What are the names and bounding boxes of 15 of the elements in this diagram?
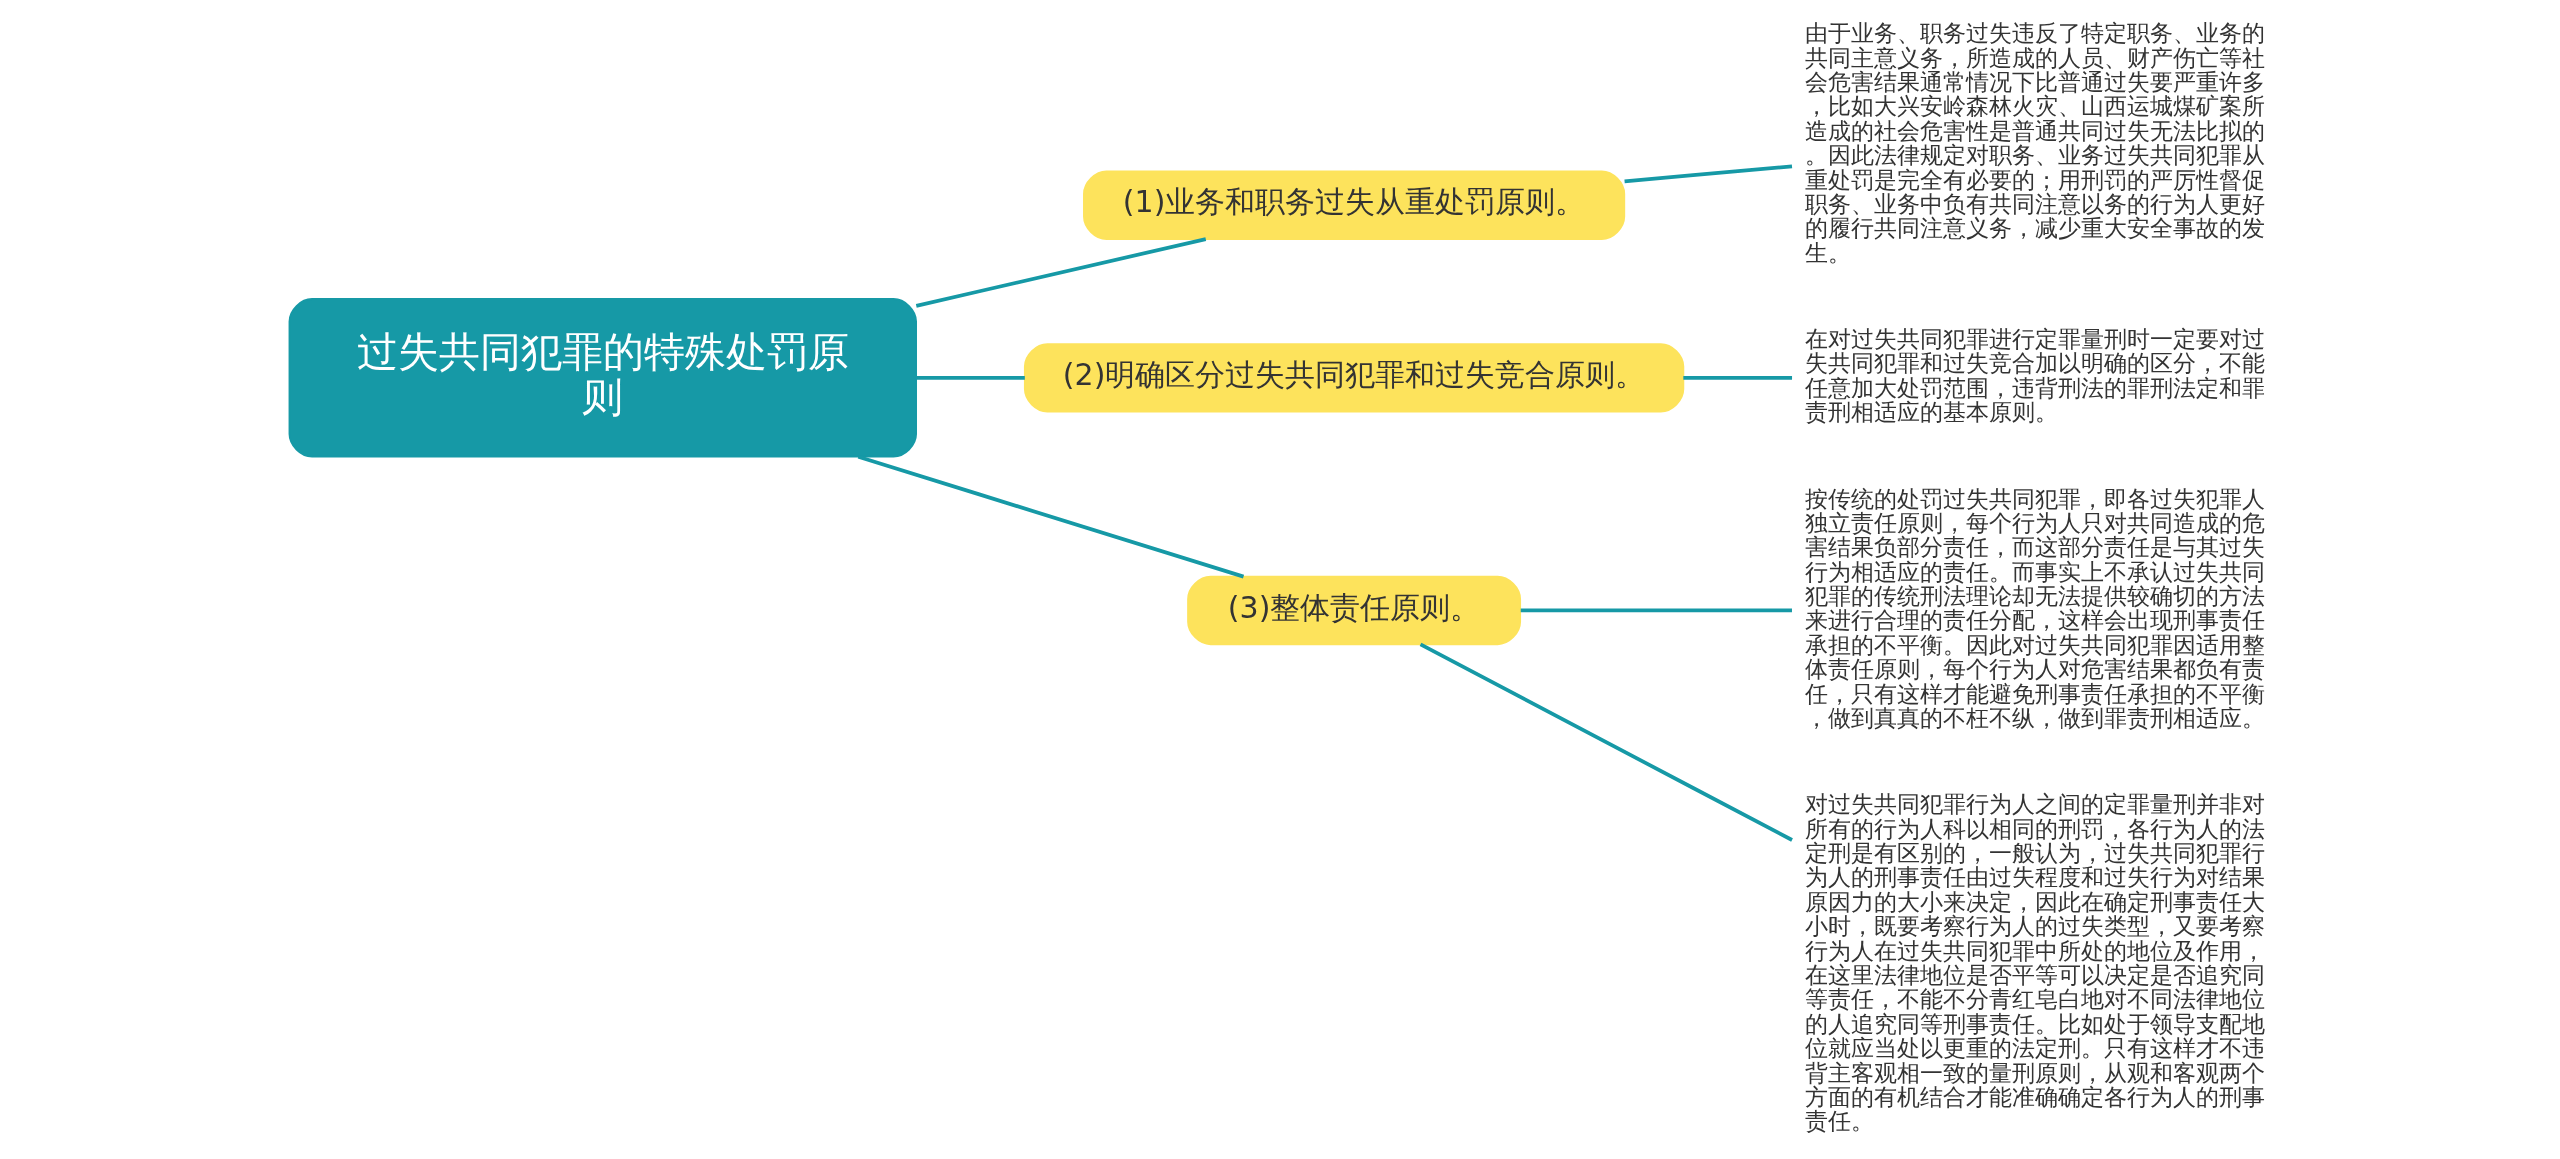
node-text: 按传统的处罚过失共同犯罪，即各过失犯罪人独立责任原则，每个行为人只对共同造成的危害结果负部分责任，而这部分责任是与其过失行为相适应的责任。而事实上不承认过失共同犯罪的传统刑法理论却无法提供较确切的方法来进行合理的责任分配，这样会出现刑事责任承担的不平衡。因此对过失共同犯罪因适用整体责任原则，每个行为人对危害结果都负有责任，只有这样才能避免刑事责任承担的不平衡，做到真真的不枉不纵，做到罪责刑相适应。	[1805, 485, 2266, 732]
node-box: (3)整体责任原则。	[1187, 575, 1522, 646]
node-text: 对过失共同犯罪行为人之间的定罪量刑并非对所有的行为人科以相同的刑罚，各行为人的法定刑是有区别的，一般认为，过失共同犯罪行为人的刑事责任由过失程度和过失行为对结果原因力的大小来决定，因此在确定刑事责任大小时，既要考察行为人的过失类型，又要考察行为人在过失共同犯罪中所处的地位及作用，在这里法律地位是否平等可以决定是否追究同等责任，不能不分青红皂白地对不同法律地位的人追究同等刑事责任。比如处于领导支配地位就应当处以更重的法定刑。只有这样才不违背主客观相一致的量刑原则，从观和客观两个方面的有机结合才能准确确定各行为人的刑事责任。	[1805, 791, 2266, 1135]
connector	[916, 375, 1025, 380]
connector	[1419, 642, 1793, 842]
node-text: 由于业务、职务过失违反了特定职务、业务的共同主意义务，所造成的人员、财产伤亡等社会危害结果通常情况下比普通过失要严重许多，比如大兴安岭森林火灾、山西运城煤矿案所造成的社会危害性是普通共同过失无法比拟的。因此法律规定对职务、业务过失共同犯罪从重处罚是完全有必要的；用刑罚的严厉性督促职务、业务中负有共同注意以务的行为人更好的履行共同注意义务，减少重大安全事故的发生。	[1805, 20, 2266, 266]
connector	[1683, 375, 1793, 380]
connector	[1520, 608, 1792, 613]
node-box: (1)业务和职务过失从重处罚原则。	[1083, 170, 1626, 240]
connector	[857, 454, 1245, 579]
node-box: (2)明确区分过失共同犯罪和过失竞合原则。	[1023, 343, 1685, 413]
connector	[915, 237, 1207, 308]
node-text: 在对过失共同犯罪进行定罪量刑时一定要对过失共同犯罪和过失竞合加以明确的区分，不能任意加大处罚范围，违背刑法的罪刑法定和罪责刑相适应的基本原则。	[1805, 326, 2266, 426]
connector	[1624, 164, 1793, 184]
node-box: 过失共同犯罪的特殊处罚原则	[288, 298, 917, 458]
